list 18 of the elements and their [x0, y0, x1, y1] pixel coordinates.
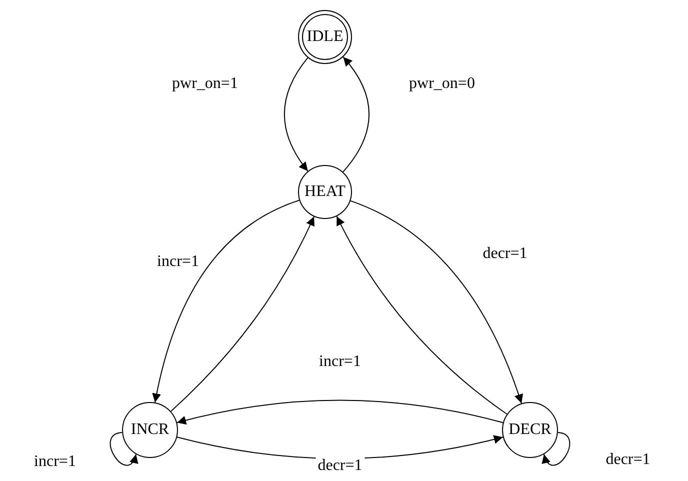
edge-label: pwr_on=0 — [407, 75, 477, 93]
transition-arrow — [542, 432, 570, 466]
transition-arrow — [336, 216, 508, 415]
edge-label: pwr_on=1 — [170, 75, 240, 93]
transition-arrow — [284, 57, 308, 172]
state-name: IDLE — [306, 28, 344, 46]
transition-arrow — [350, 200, 523, 404]
transition-arrow — [170, 216, 315, 412]
start-state-double-circle — [298, 10, 352, 64]
transition-arrow — [152, 200, 300, 403]
transition-arrow — [176, 400, 504, 425]
state-name: DECR — [508, 421, 552, 439]
transition-arrow — [110, 432, 138, 466]
state-circle — [122, 402, 178, 458]
transition-arrow — [342, 56, 370, 172]
state-name: HEAT — [304, 183, 346, 201]
state-name: INCR — [130, 421, 170, 439]
state-circle — [298, 165, 352, 219]
